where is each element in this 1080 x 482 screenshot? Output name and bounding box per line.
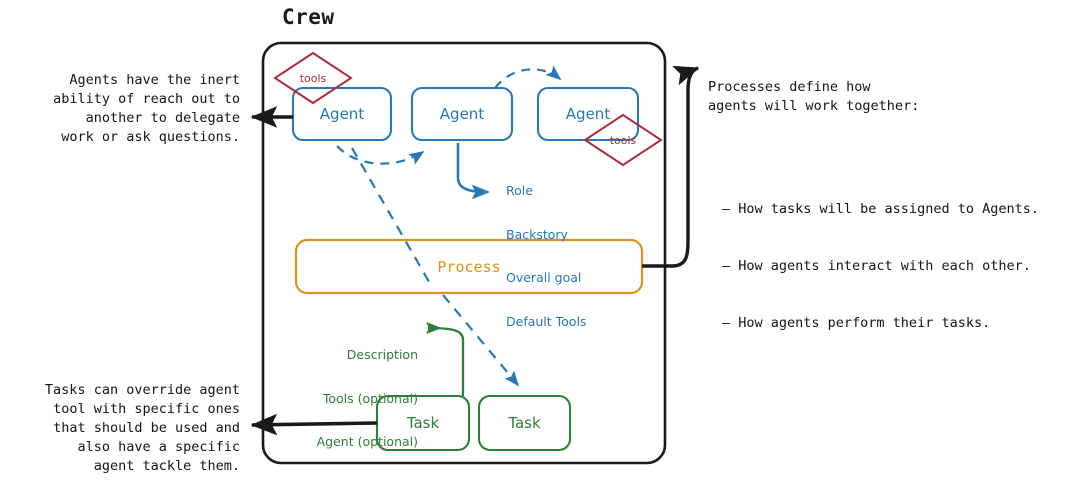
agent-attribute: Default Tools: [506, 313, 587, 329]
note-processes-bullets: – How tasks will be assigned to Agents. …: [708, 162, 1078, 371]
note-processes-heading: Processes define how agents will work to…: [708, 79, 920, 114]
note-agents-delegation: Agents have the inert ability of reach o…: [53, 72, 240, 145]
crew-frame: [261, 41, 667, 465]
task-attributes-connector: [426, 322, 465, 396]
task-attribute: Description: [346, 347, 418, 362]
task-attribute: Agent (optional): [316, 434, 418, 449]
note-tasks-override: Tasks can override agent tool with speci…: [44, 382, 240, 474]
note-processes-bullet: – How tasks will be assigned to Agents.: [722, 201, 1039, 217]
tools-badge-1[interactable]: [273, 51, 353, 105]
agent-box-3[interactable]: [536, 86, 640, 142]
task-attributes-list: Description Tools (optional) Agent (opti…: [268, 319, 418, 479]
agent-to-process-arrow: [351, 147, 433, 288]
agent-attribute: Backstory: [506, 226, 568, 242]
process-to-task-arrow: [442, 294, 520, 387]
agent-box-2[interactable]: [410, 86, 514, 142]
agent-attributes-connector: [456, 143, 491, 200]
delegation-arrow-1: [336, 145, 425, 165]
tasks-to-note-arrow: [250, 413, 378, 436]
agent-attributes-list: Role Backstory Overall goal Default Tool…: [506, 155, 586, 358]
note-processes-bullet: – How agents interact with each other.: [722, 258, 1031, 274]
task-box-2[interactable]: [477, 394, 572, 452]
note-processes: Processes define how agents will work to…: [708, 40, 1078, 409]
note-processes-bullet: – How agents perform their tasks.: [722, 315, 991, 331]
task-attribute: Tools (optional): [322, 390, 418, 406]
agent-attribute: Role: [506, 183, 533, 198]
tools-badge-2[interactable]: [583, 113, 663, 167]
process-box[interactable]: [294, 238, 644, 295]
agent-attribute: Overall goal: [506, 270, 582, 285]
delegation-arrow-2: [494, 65, 562, 89]
process-to-note-arrow: [642, 65, 700, 268]
crew-title: Crew: [282, 5, 335, 29]
